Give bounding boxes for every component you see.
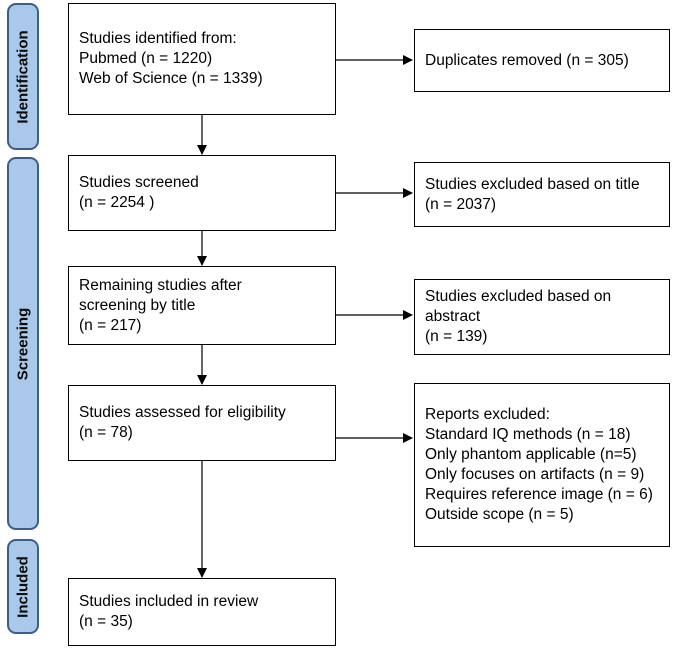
box-duplicates-removed: Duplicates removed (n = 305) [414,29,670,92]
box-studies-screened-line: Studies screened [79,174,199,191]
box-studies-identified-line: Studies identified from: [79,30,237,47]
box-excluded-abstract-line: Studies excluded based on [425,288,612,305]
box-excluded-title: Studies excluded based on title (n = 203… [414,162,670,227]
box-studies-screened: Studies screened (n = 2254 ) [68,155,336,231]
box-studies-assessed: Studies assessed for eligibility (n = 78… [68,385,336,461]
box-reports-excluded-line: Requires reference image (n = 6) [425,486,653,503]
box-reports-excluded-line: Reports excluded: [425,406,550,423]
box-remaining-studies-line: screening by title [79,296,196,314]
box-studies-included-line: (n = 35) [79,613,133,630]
box-duplicates-removed-line: Duplicates removed (n = 305) [425,51,629,69]
box-excluded-title-line: (n = 2037) [425,195,497,213]
box-studies-identified-line: Pubmed (n = 1220) [79,50,213,67]
box-studies-identified-line: Web of Science (n = 1339) [79,70,263,87]
box-reports-excluded-line: Outside scope (n = 5) [425,506,574,523]
phase-identification: Identification [7,3,39,150]
box-studies-screened-line: (n = 2254 ) [79,194,155,211]
box-studies-included: Studies included in review (n = 35) [68,578,336,646]
box-excluded-abstract-line: (n = 139) [425,328,488,345]
box-studies-identified: Studies identified from: Pubmed (n = 122… [68,3,336,115]
box-remaining-studies-line: Remaining studies after [79,276,242,294]
box-remaining-studies-line: (n = 217) [79,316,142,334]
box-remaining-studies: Remaining studies after screening by tit… [68,266,336,345]
box-studies-included-line: Studies included in review [79,593,259,610]
box-studies-assessed-line: (n = 78) [79,424,133,441]
box-reports-excluded-line: Only phantom applicable (n=5) [425,446,637,463]
box-reports-excluded: Reports excluded: Standard IQ methods (n… [414,383,670,547]
phase-included: Included [7,539,39,634]
box-excluded-abstract: Studies excluded based on abstract (n = … [414,279,670,355]
phase-screening: Screening [7,157,39,530]
box-excluded-abstract-line: abstract [425,308,481,325]
box-reports-excluded-line: Only focuses on artifacts (n = 9) [425,466,645,483]
box-studies-assessed-line: Studies assessed for eligibility [79,404,286,421]
box-reports-excluded-line: Standard IQ methods (n = 18) [425,426,631,443]
box-excluded-title-line: Studies excluded based on title [425,175,640,193]
